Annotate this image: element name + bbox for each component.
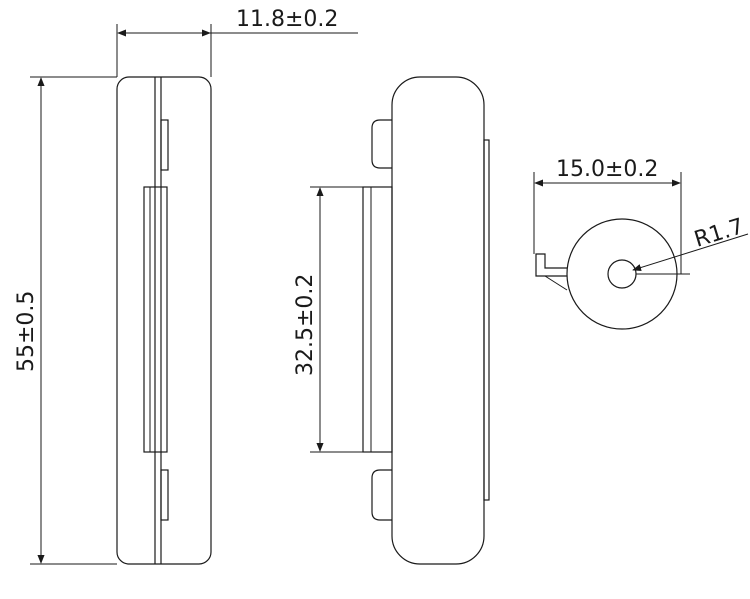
side-center-plate [362,186,393,453]
height-label: 55±0.5 [14,291,39,372]
radius-label: R1.7 [691,214,746,253]
front-lower-tab [160,469,169,521]
height-dimension: 55±0.5 [14,76,117,565]
width-dimension: 11.8±0.2 [116,7,358,77]
top-view [535,218,690,330]
inner-height-label: 32.5±0.2 [293,274,318,376]
center-hole [607,259,637,289]
width-label: 11.8±0.2 [236,7,338,32]
terminal-bend [544,275,568,291]
front-body-outline [116,76,212,565]
side-back-strip [483,139,490,501]
front-upper-tab [160,119,169,171]
radius-dimension: R1.7 [632,214,749,272]
inner-height-dimension: 32.5±0.2 [293,186,363,453]
front-view [116,76,212,565]
side-upper-tab [371,119,392,169]
side-body-outline [391,76,485,565]
front-center-plate [143,186,168,453]
side-view [362,76,490,565]
side-lower-tab [371,469,392,521]
radius-leader [632,233,749,272]
terminal-lead [535,253,567,277]
diameter-label: 15.0±0.2 [556,157,658,182]
diameter-dimension: 15.0±0.2 [533,157,682,274]
